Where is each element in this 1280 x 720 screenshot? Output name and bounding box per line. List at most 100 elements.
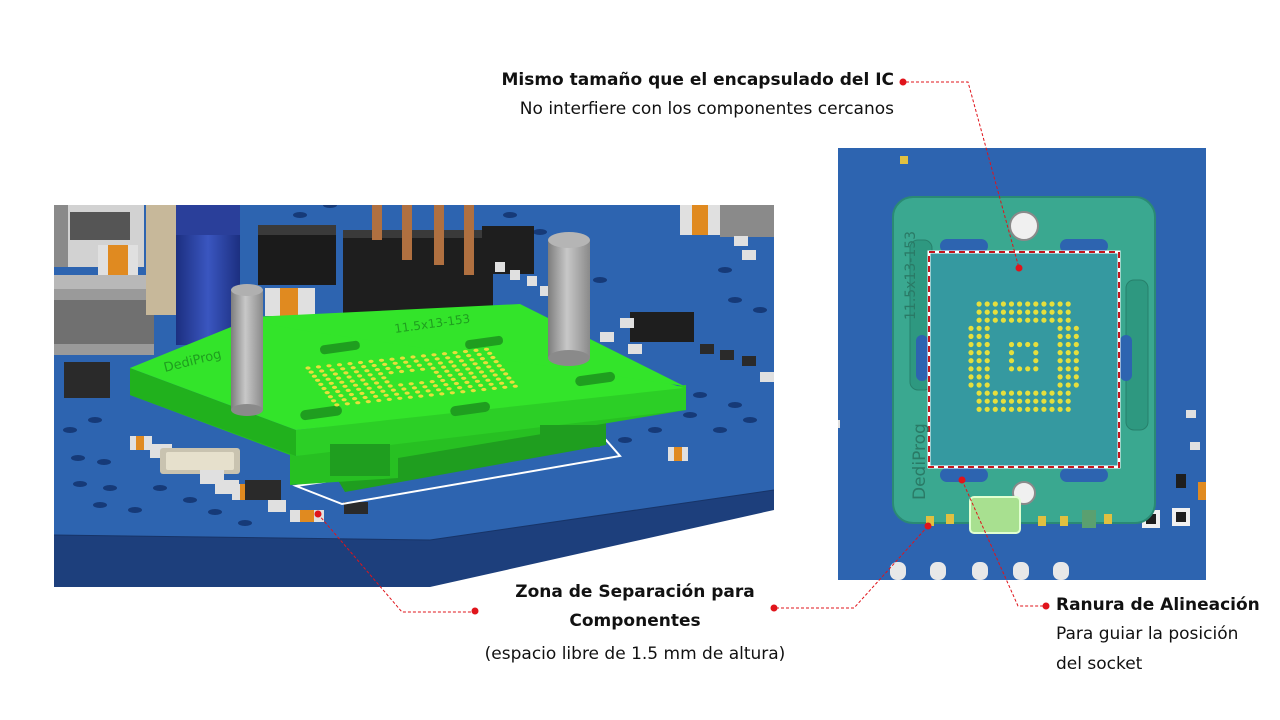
bga-ball-3d bbox=[342, 384, 348, 388]
bga-ball-3d bbox=[466, 354, 472, 358]
bga-ball bbox=[968, 374, 974, 380]
bga-ball-3d bbox=[388, 371, 394, 375]
callout-dot-package-target bbox=[1015, 264, 1023, 272]
bga-ball-3d bbox=[407, 395, 413, 399]
bga-ball bbox=[1008, 317, 1015, 323]
bga-ball-3d bbox=[428, 393, 434, 397]
bga-ball bbox=[1017, 309, 1023, 315]
bga-ball-3d bbox=[475, 366, 481, 370]
bga-ball bbox=[1008, 341, 1015, 348]
bga-ball bbox=[1065, 309, 1071, 315]
bga-ball bbox=[1008, 406, 1015, 412]
bga-ball bbox=[1057, 390, 1063, 396]
bga-ball bbox=[984, 333, 990, 339]
bga-ball bbox=[1049, 301, 1055, 307]
bga-ball-3d bbox=[420, 367, 426, 371]
bga-ball bbox=[1049, 406, 1055, 412]
bga-ball bbox=[1057, 317, 1063, 323]
bga-ball-3d bbox=[357, 374, 363, 378]
alignment-slot-title: Ranura de Alineación bbox=[1056, 595, 1260, 615]
bga-ball bbox=[984, 406, 990, 412]
bga-ball-3d bbox=[376, 398, 382, 403]
bga-ball-grid bbox=[968, 301, 1079, 412]
bga-ball-3d bbox=[439, 392, 445, 396]
bga-ball bbox=[1065, 325, 1071, 331]
alignment-post-right bbox=[548, 232, 590, 366]
bga-ball bbox=[976, 341, 982, 348]
bga-ball bbox=[1041, 301, 1047, 307]
bga-ball bbox=[1033, 350, 1039, 356]
bga-ball-3d bbox=[364, 369, 370, 373]
bga-ball bbox=[1008, 309, 1015, 315]
bga-ball bbox=[984, 350, 990, 356]
alignment-slot-subtitle-line1: Para guiar la posición bbox=[1056, 624, 1239, 644]
bga-ball-3d bbox=[315, 365, 322, 369]
bga-ball-3d bbox=[315, 378, 321, 382]
bga-ball-3d bbox=[381, 376, 387, 380]
bga-ball bbox=[1057, 350, 1063, 356]
bga-ball-3d bbox=[483, 347, 490, 351]
bga-ball-3d bbox=[445, 356, 451, 360]
alignment-slot-block bbox=[969, 496, 1021, 534]
bga-ball-3d bbox=[326, 364, 332, 368]
bga-ball-3d bbox=[451, 364, 457, 368]
bga-ball bbox=[976, 374, 982, 380]
bga-ball-3d bbox=[499, 368, 506, 372]
bga-ball-3d bbox=[470, 389, 476, 393]
bga-ball-3d bbox=[341, 398, 347, 402]
bga-ball bbox=[1033, 341, 1039, 348]
bga-ball-3d bbox=[387, 384, 393, 388]
bga-ball-3d bbox=[453, 381, 459, 386]
bga-ball bbox=[1073, 374, 1079, 380]
callout-dot-package bbox=[899, 78, 907, 86]
bga-ball bbox=[1065, 301, 1071, 307]
bga-ball-3d bbox=[319, 369, 325, 373]
bga-ball bbox=[984, 301, 990, 307]
bga-ball-3d bbox=[353, 370, 359, 374]
bga-ball bbox=[968, 333, 974, 339]
bga-ball-3d bbox=[487, 351, 493, 355]
callout-lines bbox=[317, 81, 1046, 613]
bga-ball bbox=[1073, 325, 1079, 331]
bga-ball-3d bbox=[377, 385, 383, 389]
bga-ball-3d bbox=[336, 363, 343, 367]
bga-ball bbox=[992, 317, 998, 323]
bga-ball-3d bbox=[397, 396, 403, 400]
bga-ball-3d bbox=[386, 397, 392, 401]
bga-ball bbox=[1033, 390, 1039, 396]
bga-ball-3d bbox=[474, 379, 480, 383]
bga-ball-3d bbox=[461, 376, 467, 380]
bga-ball bbox=[1041, 309, 1047, 315]
bga-ball-3d bbox=[496, 364, 502, 368]
bga-ball-3d bbox=[352, 397, 358, 401]
bga-ball-3d bbox=[486, 365, 492, 369]
bga-ball-3d bbox=[430, 366, 436, 370]
bga-ball-3d bbox=[424, 358, 430, 362]
callout-dot-clearance-target bbox=[314, 510, 322, 518]
bga-ball bbox=[1025, 309, 1031, 315]
socket-top-face bbox=[130, 310, 684, 430]
bga-ball-3d bbox=[378, 372, 384, 376]
bga-ball-3d bbox=[429, 380, 435, 384]
bga-ball bbox=[1000, 309, 1007, 315]
bga-ball-3d bbox=[336, 376, 342, 380]
package-size-subtitle: No interfiere con los componentes cercan… bbox=[519, 99, 894, 119]
bga-ball bbox=[1025, 390, 1031, 396]
bga-ball-3d bbox=[349, 379, 355, 383]
package-size-title: Mismo tamaño que el encapsulado del IC bbox=[501, 70, 894, 90]
bga-ball bbox=[1057, 341, 1063, 348]
bga-ball-3d bbox=[308, 370, 314, 374]
bga-ball-3d bbox=[478, 383, 484, 387]
bga-ball-3d bbox=[446, 387, 452, 391]
bga-ball bbox=[1049, 398, 1055, 404]
bga-ball bbox=[976, 390, 982, 396]
bga-ball-3d bbox=[479, 357, 485, 361]
bga-ball bbox=[1073, 350, 1079, 356]
bga-ball-3d bbox=[373, 394, 379, 398]
bga-ball-3d bbox=[503, 372, 509, 376]
bga-ball-3d bbox=[392, 361, 398, 365]
bga-ball bbox=[976, 406, 982, 412]
bga-ball-3d bbox=[460, 390, 466, 394]
bga-ball-3d bbox=[325, 377, 331, 381]
bga-ball-3d bbox=[440, 378, 446, 383]
